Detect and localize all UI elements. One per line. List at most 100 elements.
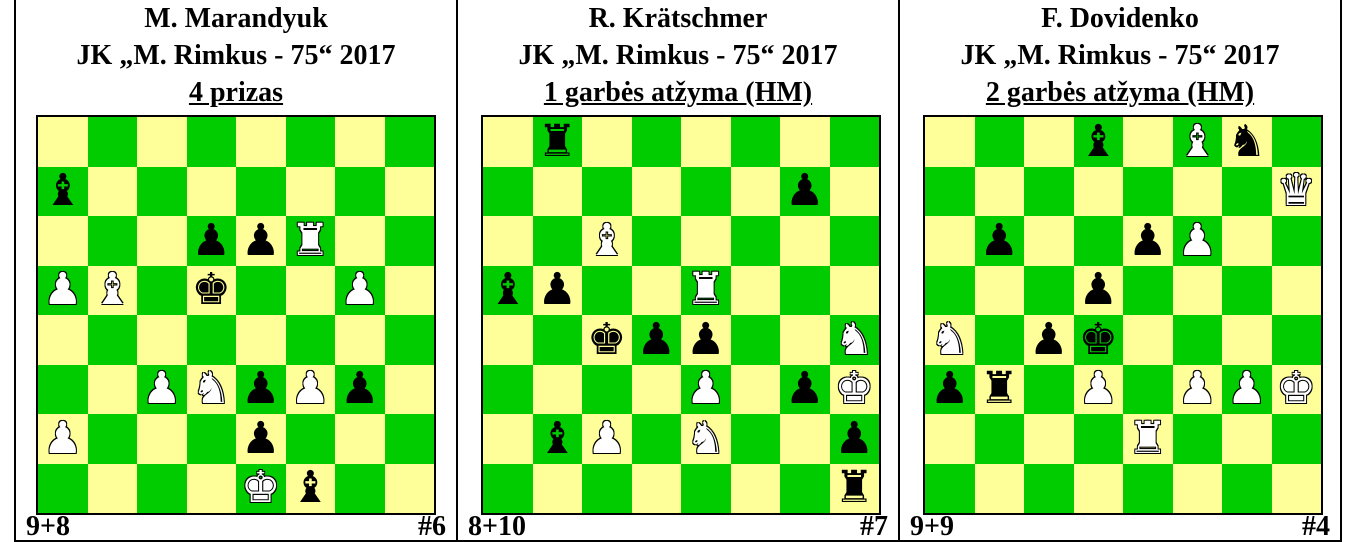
board-square: [681, 464, 731, 514]
white-rook-icon: ♜: [686, 268, 725, 312]
board-square: [286, 266, 336, 316]
board-square: ♞: [925, 315, 975, 365]
author-name: F. Dovidenko: [900, 0, 1340, 37]
board-square: ♝: [286, 464, 336, 514]
problem-footer: 9+9 #4: [910, 511, 1330, 542]
board-square: ♚: [236, 464, 286, 514]
black-king-icon: ♚: [587, 318, 626, 362]
board-square: [1272, 266, 1322, 316]
black-bishop-icon: ♝: [1079, 120, 1118, 164]
board-square: ♟: [830, 414, 880, 464]
white-knight-icon: ♞: [835, 318, 874, 362]
board-square: [1272, 117, 1322, 167]
board-square: [286, 315, 336, 365]
board-square: [385, 315, 435, 365]
board-square: ♝: [38, 167, 88, 217]
board-square: [187, 464, 237, 514]
board-square: [1024, 414, 1074, 464]
problem-panel-2: R. Krätschmer JK „M. Rimkus - 75“ 2017 1…: [458, 0, 900, 540]
board-square: [632, 117, 682, 167]
board-square: [582, 266, 632, 316]
board-square: [1024, 167, 1074, 217]
board-square: [975, 414, 1025, 464]
black-pawn-icon: ♟: [241, 367, 280, 411]
board-square: ♝: [1074, 117, 1124, 167]
board-square: [780, 216, 830, 266]
white-knight-icon: ♞: [192, 367, 231, 411]
black-pawn-icon: ♟: [785, 367, 824, 411]
board-square: [385, 464, 435, 514]
board-square: [38, 315, 88, 365]
board-square: [286, 414, 336, 464]
board-square: [483, 216, 533, 266]
board-square: [582, 365, 632, 415]
board-square: [1123, 266, 1173, 316]
board-square: [780, 315, 830, 365]
board-square: ♟: [632, 315, 682, 365]
board-square: ♟: [1024, 315, 1074, 365]
black-pawn-icon: ♟: [1079, 268, 1118, 312]
board-square: [88, 216, 138, 266]
board-square: [731, 414, 781, 464]
board-square: [975, 266, 1025, 316]
board-square: [731, 315, 781, 365]
tourney-name: JK „M. Rimkus - 75“ 2017: [900, 37, 1340, 74]
board-square: [681, 216, 731, 266]
problem-panel-3: F. Dovidenko JK „M. Rimkus - 75“ 2017 2 …: [900, 0, 1340, 540]
board-square: [1173, 266, 1223, 316]
white-queen-icon: ♛: [1277, 169, 1316, 213]
author-name: M. Marandyuk: [16, 0, 456, 37]
board-square: [1222, 167, 1272, 217]
board-square: [582, 464, 632, 514]
board-square: [88, 117, 138, 167]
board-square: [731, 266, 781, 316]
board-square: ♟: [925, 365, 975, 415]
board-square: [1024, 464, 1074, 514]
board-square: ♟: [1074, 365, 1124, 415]
board-square: [1222, 266, 1272, 316]
board-square: [1173, 167, 1223, 217]
white-knight-icon: ♞: [686, 417, 725, 461]
white-pawn-icon: ♟: [142, 367, 181, 411]
board-square: [533, 167, 583, 217]
board-square: [830, 167, 880, 217]
board-square: [925, 414, 975, 464]
black-pawn-icon: ♟: [241, 417, 280, 461]
board-square: ♝: [88, 266, 138, 316]
board-square: [1123, 464, 1173, 514]
black-rook-icon: ♜: [980, 367, 1019, 411]
board-square: ♟: [137, 365, 187, 415]
board-square: ♟: [335, 266, 385, 316]
stipulation: #7: [860, 511, 888, 542]
board-square: [1024, 365, 1074, 415]
problem-header: M. Marandyuk JK „M. Rimkus - 75“ 2017 4 …: [16, 0, 456, 111]
board-square: ♞: [830, 315, 880, 365]
award-label: 4 prizas: [16, 74, 456, 111]
board-square: [38, 365, 88, 415]
board-square: [830, 117, 880, 167]
board-square: [1123, 365, 1173, 415]
board-square: [582, 117, 632, 167]
board-square: ♟: [38, 414, 88, 464]
board-square: [975, 315, 1025, 365]
board-square: [236, 117, 286, 167]
board-square: ♟: [1222, 365, 1272, 415]
board-square: [1123, 117, 1173, 167]
problem-header: R. Krätschmer JK „M. Rimkus - 75“ 2017 1…: [458, 0, 898, 111]
board-square: [533, 315, 583, 365]
black-rook-icon: ♜: [538, 120, 577, 164]
board-square: [632, 167, 682, 217]
board-square: [187, 315, 237, 365]
board-square: [681, 167, 731, 217]
white-bishop-icon: ♝: [1178, 120, 1217, 164]
board-square: ♜: [975, 365, 1025, 415]
white-pawn-icon: ♟: [291, 367, 330, 411]
white-pawn-icon: ♟: [43, 268, 82, 312]
board-square: [187, 117, 237, 167]
board-square: [385, 414, 435, 464]
board-square: [385, 117, 435, 167]
board-square: ♟: [1173, 216, 1223, 266]
board-square: [483, 117, 533, 167]
stipulation: #6: [418, 511, 446, 542]
black-pawn-icon: ♟: [835, 417, 874, 461]
